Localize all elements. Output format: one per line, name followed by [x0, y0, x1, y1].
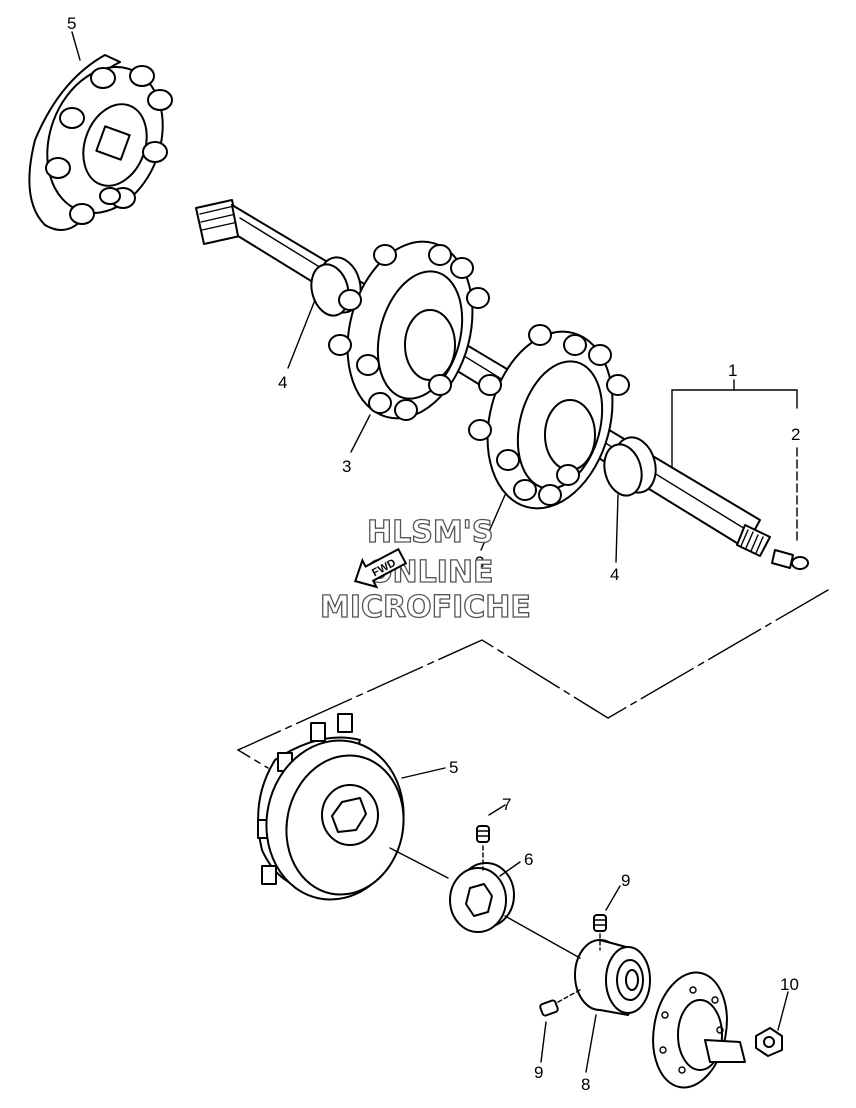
- drive-wheel-top: [28, 54, 173, 231]
- callout-1: 1: [728, 361, 737, 380]
- callout-3-right: 3: [475, 553, 484, 572]
- leader-lines: [71, 31, 789, 1073]
- shaft-collar: [449, 862, 515, 933]
- sprocket-1: [328, 240, 490, 421]
- watermark: HLSM'S ONLINE MICROFICHE FWD: [319, 514, 531, 625]
- callout-9-top: 9: [621, 871, 630, 890]
- callout-9-bottom: 9: [534, 1063, 543, 1082]
- watermark-line-1: HLSM'S: [367, 515, 493, 550]
- callout-4-right: 4: [610, 565, 619, 584]
- assembly-connector: [236, 589, 829, 769]
- callout-4-left: 4: [278, 373, 287, 392]
- assembly-bracket: [671, 379, 798, 541]
- shaft-set-screw: [771, 549, 809, 570]
- watermark-line-3: MICROFICHE: [320, 590, 531, 625]
- callout-8: 8: [581, 1075, 590, 1094]
- bushing-right: [603, 436, 657, 497]
- bearing: [574, 939, 651, 1016]
- callout-7: 7: [502, 795, 511, 814]
- callout-2: 2: [791, 425, 800, 444]
- wheel-lugs: [45, 65, 173, 225]
- callouts: 5 1 2 4 3 3 4 5 7 6 9 10 9 8: [67, 14, 800, 1094]
- drive-wheel-bottom: [257, 713, 405, 901]
- callout-10: 10: [780, 975, 799, 994]
- bearing-set-screws: [539, 914, 607, 1017]
- nut: [755, 1027, 783, 1057]
- callout-3-left: 3: [342, 457, 351, 476]
- flange-hub: [652, 971, 746, 1089]
- collar-set-screw: [476, 825, 490, 871]
- callout-6: 6: [524, 850, 533, 869]
- callout-5-bottom: 5: [449, 758, 458, 777]
- sprocket-2: [468, 324, 630, 510]
- callout-5-top: 5: [67, 14, 76, 33]
